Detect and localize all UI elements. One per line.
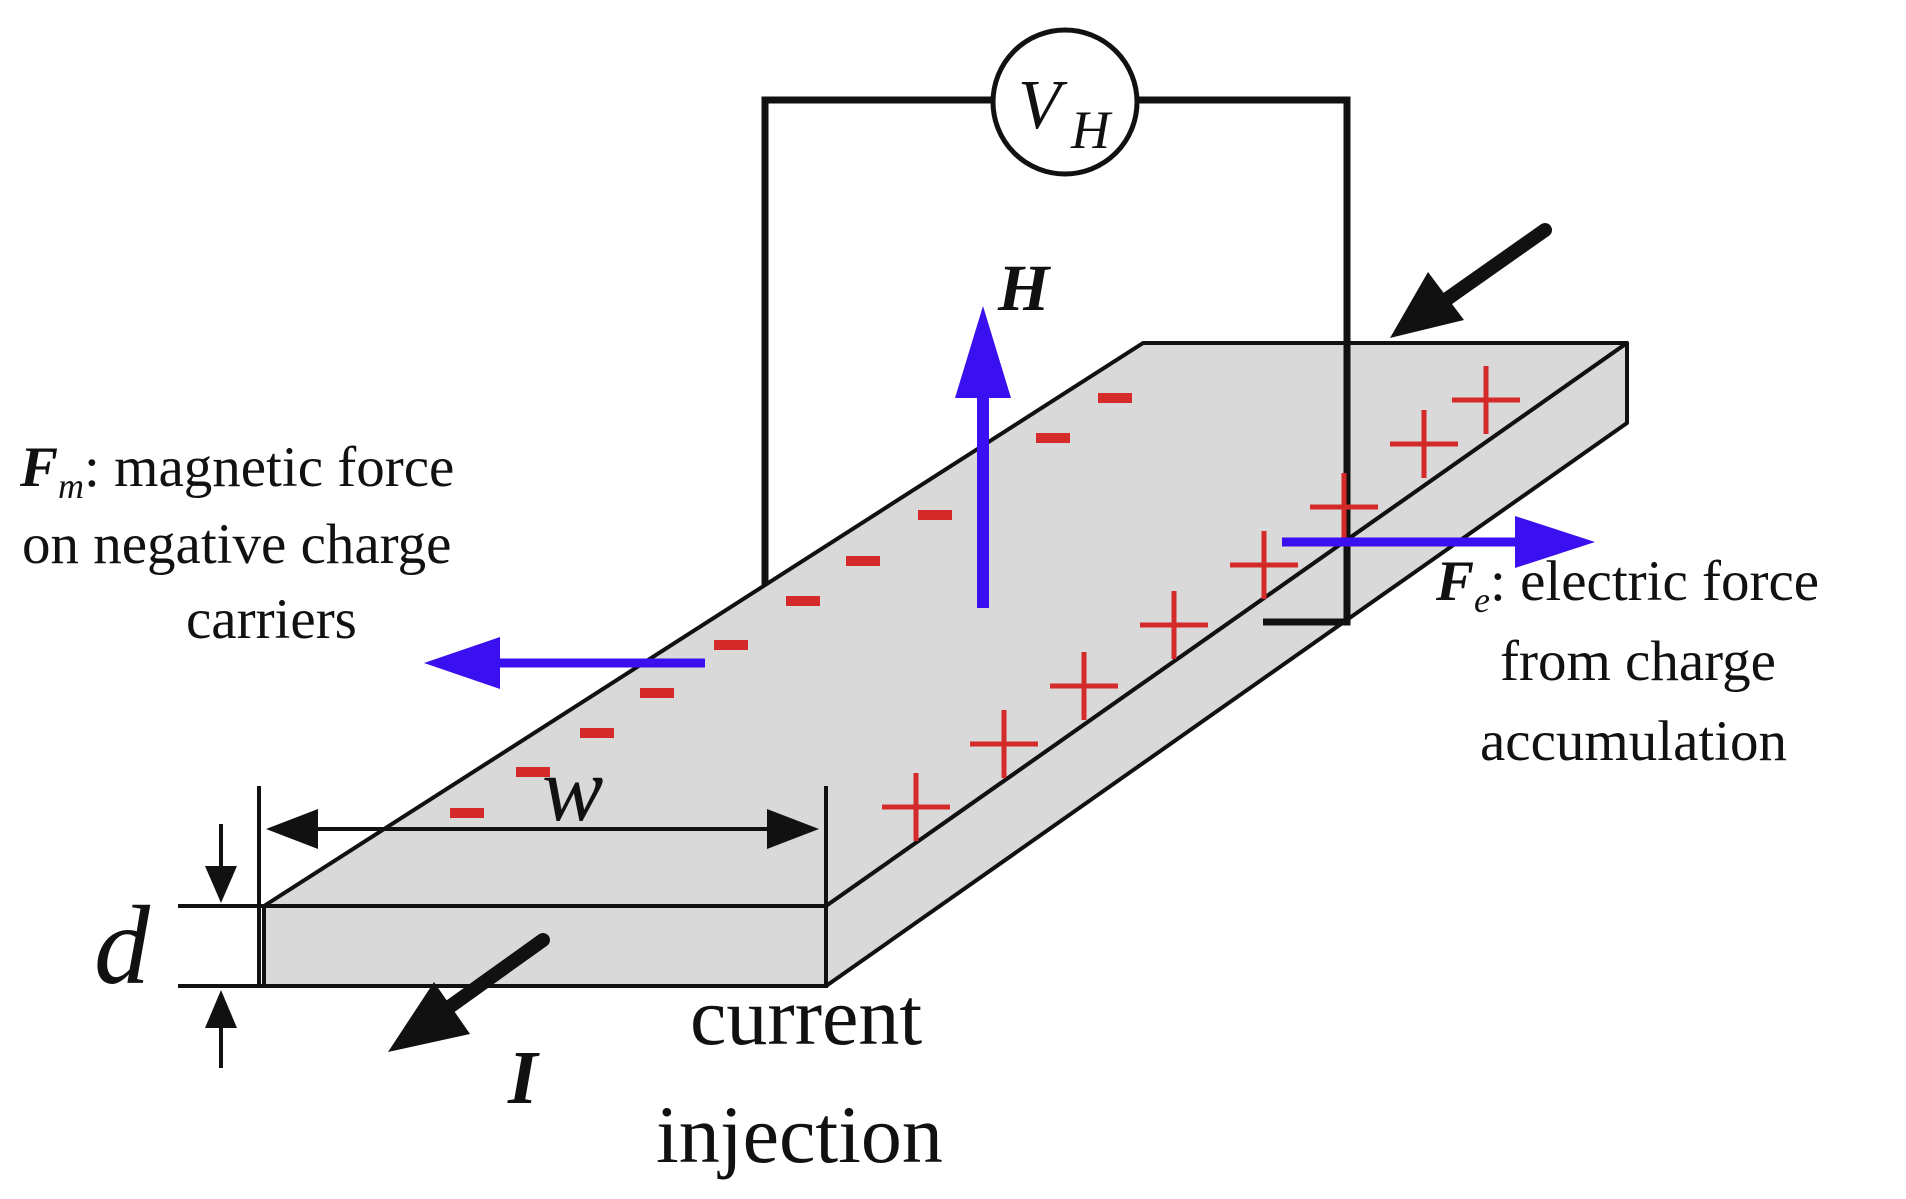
magnetic-force-line3: carriers (186, 588, 357, 651)
negative-charge (640, 688, 674, 698)
magnetic-force-subscript: m (58, 466, 84, 506)
positive-charge (882, 773, 950, 841)
magnetic-force-line1-rest: : magnetic force (84, 436, 454, 499)
current-arrow-front (388, 933, 550, 1052)
electric-force-subscript: e (1474, 580, 1490, 620)
negative-charges (450, 393, 1132, 818)
voltmeter-symbol: V (1018, 67, 1068, 144)
voltmeter-circuit: V H (761, 27, 1351, 626)
negative-charge (450, 808, 484, 818)
positive-charges (882, 366, 1520, 841)
negative-charge (516, 767, 550, 777)
thickness-dimension: d (94, 824, 264, 1068)
current-symbol: I (507, 1036, 540, 1120)
thickness-symbol: d (94, 884, 151, 1008)
magnetic-force-line2: on negative charge (22, 513, 451, 576)
magnetic-field-arrow (955, 306, 1011, 608)
negative-charge (918, 510, 952, 520)
electric-force-arrow (1282, 516, 1595, 568)
field-symbol: H (997, 252, 1052, 325)
positive-charge (1050, 652, 1118, 720)
negative-charge (580, 728, 614, 738)
circuit-wire-right (1138, 96, 1351, 626)
width-dimension: w (257, 738, 828, 986)
negative-charge (714, 640, 748, 650)
slab-side-face (824, 341, 1629, 988)
current-caption-line2: injection (656, 1089, 943, 1180)
current-caption-line1: current (690, 971, 922, 1062)
electric-force-line3: accumulation (1480, 710, 1787, 773)
negative-charge (786, 596, 820, 606)
width-symbol: w (542, 738, 603, 840)
electric-force-line2: from charge (1500, 630, 1776, 693)
positive-charge (970, 710, 1038, 778)
magnetic-force-label: Fm: magnetic force on negative charge ca… (19, 436, 454, 651)
positive-charge (1140, 591, 1208, 659)
electric-force-symbol: F (1435, 550, 1474, 613)
positive-charge (1310, 473, 1378, 541)
voltmeter-subscript: H (1070, 100, 1113, 160)
electric-force-line1: Fe: electric force (1435, 550, 1819, 620)
electric-force-line1-rest: : electric force (1490, 550, 1819, 613)
negative-charge (1036, 433, 1070, 443)
negative-charge (846, 556, 880, 566)
electric-force-label: Fe: electric force from charge accumulat… (1435, 550, 1819, 773)
magnetic-force-line1: Fm: magnetic force (19, 436, 454, 506)
circuit-wire-left (761, 96, 993, 585)
magnetic-force-arrow (424, 637, 705, 689)
magnetic-force-symbol: F (19, 436, 58, 499)
voltmeter-circle (990, 27, 1140, 177)
negative-charge (1098, 393, 1132, 403)
current-arrow-back (1390, 223, 1552, 338)
positive-charge (1230, 531, 1298, 599)
positive-charge (1452, 366, 1520, 434)
positive-charge (1390, 410, 1458, 478)
